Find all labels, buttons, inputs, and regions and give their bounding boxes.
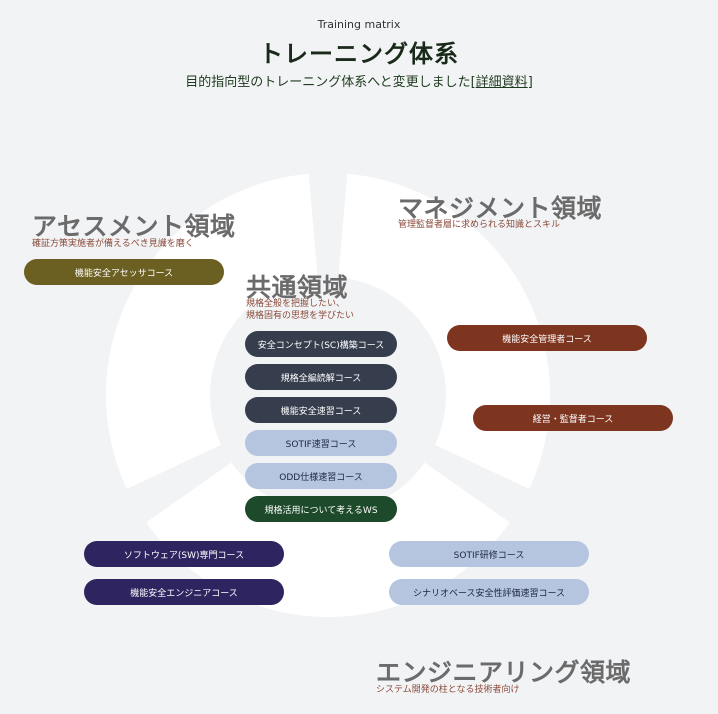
engineering-area-title: エンジニアリング領域 <box>376 658 632 687</box>
course-pill[interactable]: SOTIF速習コース <box>245 430 397 456</box>
course-pill[interactable]: 機能安全速習コース <box>245 397 397 423</box>
course-label: ODD仕様速習コース <box>279 472 363 483</box>
course-label: 規格全編読解コース <box>280 373 362 384</box>
common-area-description-2: 規格固有の思想を学びたい <box>246 311 355 321</box>
header-subtitle: Training matrix <box>317 18 401 31</box>
page-title: トレーニング体系 <box>259 40 459 68</box>
course-pill[interactable]: 規格活用について考えるWS <box>245 496 397 522</box>
detail-doc-link[interactable]: 詳細資料 <box>475 75 528 90</box>
course-pill[interactable]: SOTIF研修コース <box>389 541 589 567</box>
assessment-area-description: 確証方策実施者が備えるべき見識を磨く <box>32 239 194 249</box>
course-label: 安全コンセプト(SC)構築コース <box>257 340 385 351</box>
course-pill[interactable]: ODD仕様速習コース <box>245 463 397 489</box>
course-label: 機能安全管理者コース <box>502 334 592 345</box>
course-label: 規格活用について考えるWS <box>264 505 378 516</box>
link-bracket-open: [ <box>470 75 476 90</box>
course-label: SOTIF速習コース <box>285 439 357 450</box>
course-pill[interactable]: 機能安全アセッサコース <box>24 259 224 285</box>
course-label: 経営・監督者コース <box>532 414 614 425</box>
course-label: 機能安全速習コース <box>280 406 362 417</box>
ring-segment <box>146 462 510 617</box>
management-area-description: 管理監督者層に求められる知識とスキル <box>398 220 561 230</box>
assessment-area-title: アセスメント領域 <box>32 212 236 241</box>
header-description-text: 目的指向型のトレーニング体系へと変更しました <box>185 75 471 90</box>
engineering-area-description: システム開発の柱となる技術者向け <box>376 685 520 695</box>
course-pill[interactable]: 機能安全管理者コース <box>447 325 647 351</box>
common-area-title: 共通領域 <box>246 273 349 302</box>
ring-segment <box>106 173 318 489</box>
course-pill[interactable]: シナリオベース安全性評価速習コース <box>389 579 589 605</box>
header-description: 目的指向型のトレーニング体系へと変更しました[詳細資料] <box>0 71 718 90</box>
course-pill[interactable]: 安全コンセプト(SC)構築コース <box>245 331 397 357</box>
common-area-description-1: 規格全般を把握したい、 <box>246 299 346 309</box>
course-label: ソフトウェア(SW)専門コース <box>123 550 245 561</box>
course-label: SOTIF研修コース <box>453 550 525 561</box>
management-area-title: マネジメント領域 <box>398 194 603 223</box>
course-pill[interactable]: 規格全編読解コース <box>245 364 397 390</box>
course-label: 機能安全アセッサコース <box>74 268 174 279</box>
course-pill[interactable]: 機能安全エンジニアコース <box>84 579 284 605</box>
course-pill[interactable]: 経営・監督者コース <box>473 405 673 431</box>
course-label: 機能安全エンジニアコース <box>130 588 238 599</box>
course-pill[interactable]: ソフトウェア(SW)専門コース <box>84 541 284 567</box>
course-label: シナリオベース安全性評価速習コース <box>412 588 566 599</box>
link-bracket-close: ] <box>527 75 533 90</box>
